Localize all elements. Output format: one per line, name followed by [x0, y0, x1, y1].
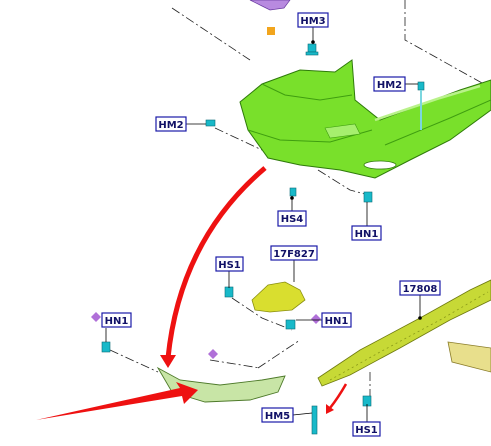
clip-fastener-icon — [101, 341, 111, 353]
top-bracket-part — [249, 0, 291, 11]
clip-fastener-icon — [289, 187, 297, 197]
lower-trim-piece — [156, 366, 286, 403]
svg-text:17F827: 17F827 — [273, 249, 315, 260]
callout-hs1-bottom[interactable]: HS1 — [352, 421, 381, 437]
svg-text:HN1: HN1 — [105, 316, 129, 327]
bracket-part-17f827 — [251, 281, 306, 313]
svg-text:HM5: HM5 — [265, 411, 290, 422]
clip-fastener-icon — [224, 286, 234, 298]
alignment-lines — [109, 0, 491, 398]
right-edge-part — [447, 341, 491, 373]
svg-text:HM2: HM2 — [377, 80, 402, 91]
clip-fastener-icon — [305, 43, 319, 56]
square-marker-icon — [267, 27, 275, 35]
clip-fastener-icon — [205, 119, 216, 127]
callout-hm5[interactable]: HM5 — [261, 407, 294, 423]
callout-hn1-left[interactable]: HN1 — [101, 312, 132, 328]
callout-hm3[interactable]: HM3 — [297, 12, 329, 28]
svg-text:HM2: HM2 — [158, 120, 183, 131]
callout-hs4[interactable]: HS4 — [277, 210, 307, 227]
callout-17808[interactable]: 17808 — [399, 280, 441, 296]
clip-fastener-icon — [363, 191, 373, 203]
callout-hm2-left[interactable]: HM2 — [155, 116, 187, 132]
diamond-marker-icon — [208, 349, 218, 359]
direction-arrows — [36, 166, 348, 420]
svg-text:HN1: HN1 — [355, 229, 379, 240]
svg-text:HS1: HS1 — [355, 425, 378, 436]
diamond-marker-icon — [91, 312, 101, 322]
rear-bumper-cover — [239, 59, 491, 179]
callout-hn1-mid[interactable]: HN1 — [321, 312, 352, 328]
diamond-marker-icon — [311, 314, 321, 324]
callout-hm2-right[interactable]: HM2 — [373, 76, 406, 92]
svg-text:HN1: HN1 — [325, 316, 349, 327]
callout-hs1-mid[interactable]: HS1 — [215, 256, 244, 272]
trim-strip-17808 — [317, 279, 491, 387]
callout-17f827[interactable]: 17F827 — [270, 245, 318, 261]
callout-hn1-top[interactable]: HN1 — [351, 225, 382, 241]
svg-text:HM3: HM3 — [300, 16, 325, 27]
svg-text:HS1: HS1 — [218, 260, 241, 271]
clip-fastener-icon — [311, 405, 318, 435]
clip-fastener-icon — [285, 319, 296, 330]
clip-fastener-icon — [417, 81, 425, 130]
svg-text:17808: 17808 — [403, 284, 438, 295]
svg-text:HS4: HS4 — [281, 214, 304, 225]
leader-dots — [290, 40, 422, 320]
